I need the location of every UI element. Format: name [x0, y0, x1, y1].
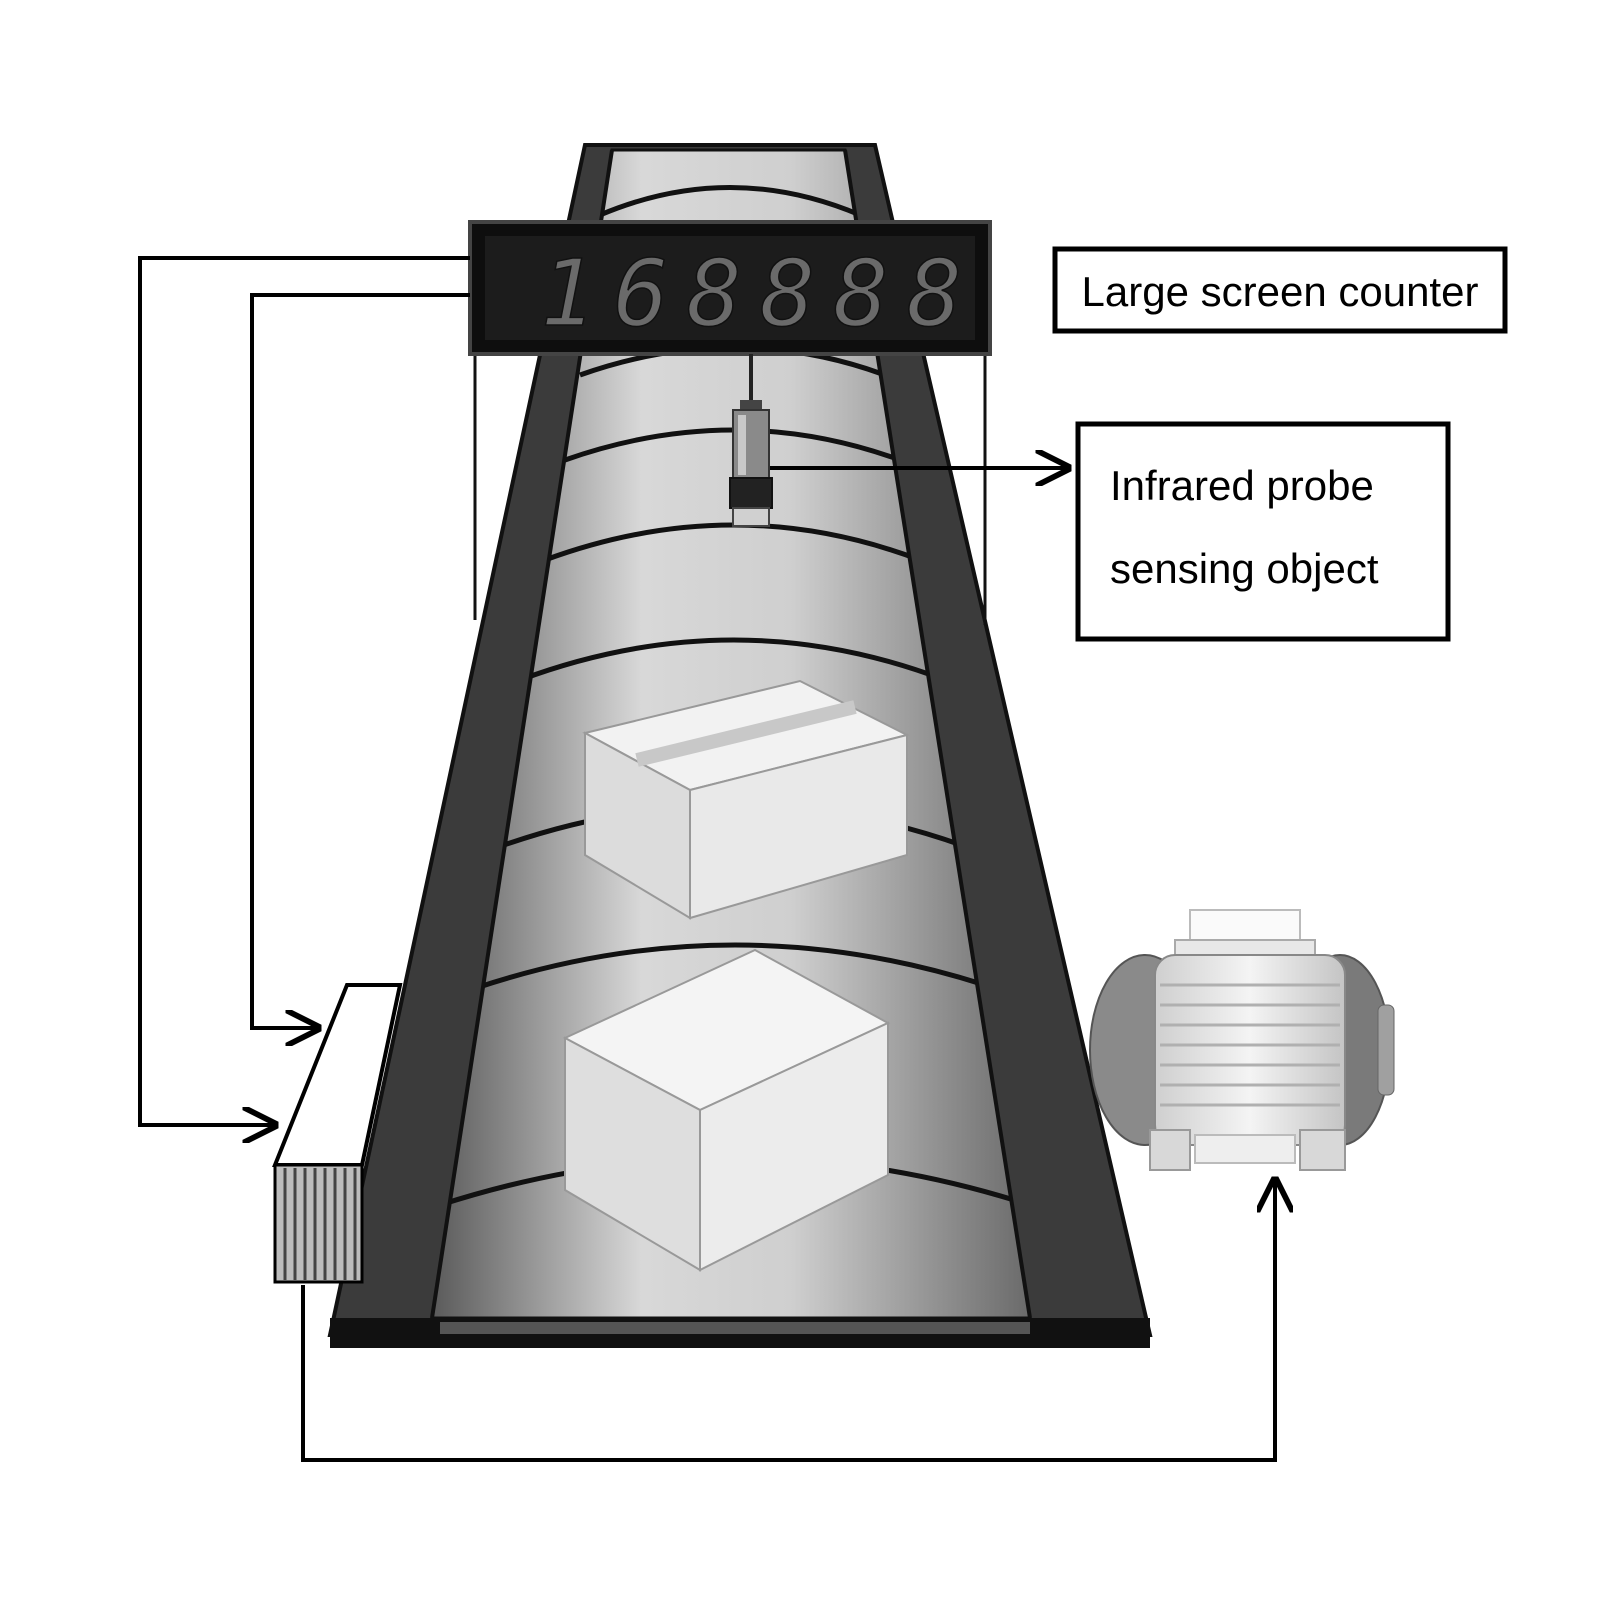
- cardboard-box-icon: [582, 679, 910, 920]
- wire-controller-to-motor: [301, 1180, 1275, 1462]
- cardboard-box-icon: [562, 948, 891, 1272]
- counter-label: Large screen counter: [1082, 268, 1479, 315]
- counter-value: 168888: [540, 240, 980, 347]
- probe-label-line2: sensing object: [1110, 545, 1379, 592]
- counter-label-box: Large screen counter: [1052, 246, 1508, 334]
- wiring: [138, 256, 1275, 1462]
- probe-label-box: Infrared probe sensing object: [1075, 421, 1451, 642]
- electric-motor-icon: [1089, 909, 1395, 1171]
- probe-label-line1: Infrared probe: [1110, 462, 1374, 509]
- controller-box-icon: [272, 983, 403, 1284]
- wire-counter-to-controller-inner: [250, 293, 470, 1028]
- counter-display-icon: 168888: [468, 220, 992, 356]
- infrared-probe-icon: [729, 354, 773, 527]
- wire-counter-to-controller-outer: [138, 256, 470, 1125]
